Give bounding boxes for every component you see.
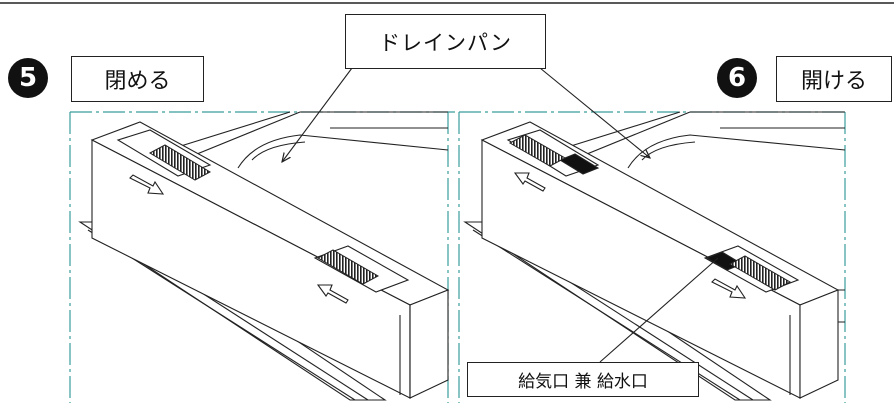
step-5-number-icon: 5: [8, 58, 48, 98]
left-lower-slider: [316, 249, 380, 285]
step-5-close-label: 閉める: [71, 56, 204, 102]
right-lower-open-arrow: [711, 278, 747, 299]
step-6-number-icon: 6: [717, 58, 757, 98]
leader-line-bottom: [599, 257, 719, 363]
left-lower-close-arrow: [316, 284, 349, 304]
right-drain-pan-illustration: [463, 111, 846, 401]
leader-line-right: [539, 67, 650, 158]
left-upper-close-arrow: [129, 174, 165, 195]
inlet-label: 給気口 兼 給水口: [467, 362, 699, 397]
drain-pan-label: ドレインパン: [345, 14, 546, 69]
right-upper-slider: [508, 134, 567, 167]
left-upper-slider: [148, 144, 212, 181]
right-lower-slider: [728, 255, 792, 291]
right-upper-open-arrow: [513, 172, 546, 192]
right-panel-frame: [458, 111, 846, 403]
left-drain-pan-illustration: [78, 111, 450, 401]
step-6-open-label: 開ける: [776, 56, 892, 102]
leader-line-left: [282, 67, 353, 162]
